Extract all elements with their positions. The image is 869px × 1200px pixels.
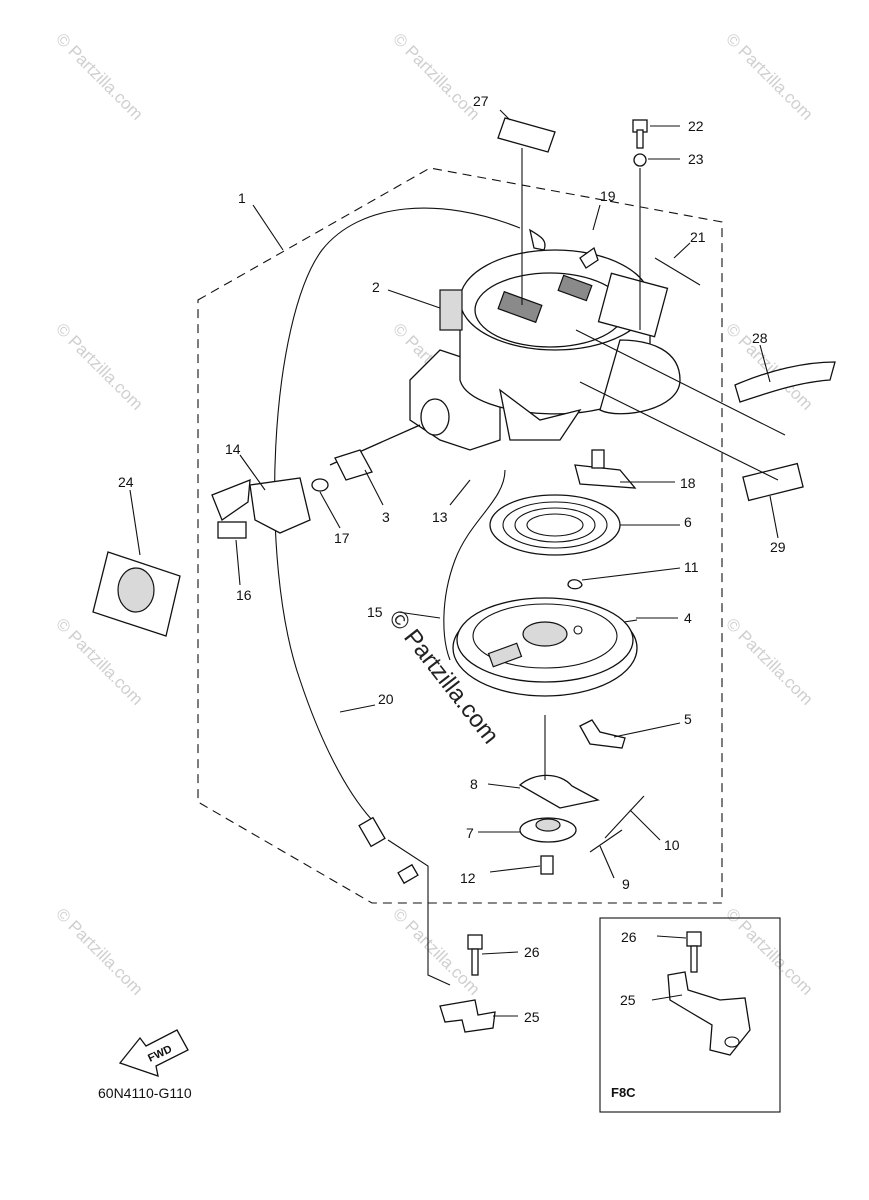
cushion-24 <box>92 551 181 637</box>
callout-labels: 1 2 3 4 5 6 7 8 9 10 11 12 13 14 15 16 1… <box>118 93 786 1025</box>
inset-panel: F8C <box>599 917 781 1113</box>
callout-11: 11 <box>684 559 699 575</box>
leader-lines <box>129 109 786 1017</box>
callout-3: 3 <box>382 509 390 525</box>
callout-4: 4 <box>684 610 692 626</box>
callout-16: 16 <box>236 587 252 603</box>
cable-15 <box>443 469 506 661</box>
callout-27: 27 <box>473 93 489 109</box>
callout-18: 18 <box>680 475 696 491</box>
small-parts <box>497 117 836 875</box>
callout-25: 25 <box>524 1009 540 1025</box>
callout-23: 23 <box>688 151 704 167</box>
callout-26: 26 <box>524 944 540 960</box>
watermark-tile: © Partzilla.com <box>722 614 816 708</box>
callout-10: 10 <box>664 837 680 853</box>
callout-17: 17 <box>334 530 350 546</box>
starter-housing <box>409 228 681 451</box>
callout-6: 6 <box>684 514 692 530</box>
assembly-boundary <box>197 167 723 904</box>
watermark-tile: © Partzilla.com <box>52 29 146 123</box>
callout-9: 9 <box>622 876 630 892</box>
watermark-tile: © Partzilla.com <box>722 29 816 123</box>
watermark-tile: © Partzilla.com <box>52 319 146 413</box>
callout-12: 12 <box>460 870 476 886</box>
diagram-code: 60N4110-G110 <box>98 1085 192 1101</box>
watermark-tile: © Partzilla.com <box>389 29 483 123</box>
cable-20 <box>274 207 521 821</box>
callout-20: 20 <box>378 691 394 707</box>
callout-19: 19 <box>600 188 616 204</box>
callout-25-inset: 25 <box>620 992 636 1008</box>
callout-15: 15 <box>367 604 383 620</box>
callout-24: 24 <box>118 474 134 490</box>
sheave-drum <box>452 597 638 697</box>
callout-21: 21 <box>690 229 706 245</box>
callout-8: 8 <box>470 776 478 792</box>
watermark-tile: © Partzilla.com <box>722 904 816 998</box>
watermark-tile: © Partzilla.com <box>52 614 146 708</box>
callout-13: 13 <box>432 509 448 525</box>
callout-22: 22 <box>688 118 704 134</box>
callout-2: 2 <box>372 279 380 295</box>
spiral-spring <box>489 494 621 556</box>
callout-5: 5 <box>684 711 692 727</box>
callout-14: 14 <box>225 441 241 457</box>
cable-bracket <box>358 816 496 1033</box>
callout-7: 7 <box>466 825 474 841</box>
callout-1: 1 <box>238 190 246 206</box>
handle-assembly <box>211 398 450 539</box>
callout-29: 29 <box>770 539 786 555</box>
inset-label: F8C <box>611 1085 636 1100</box>
watermark-tile: © Partzilla.com <box>52 904 146 998</box>
watermark-tile: © Partzilla.com <box>389 904 483 998</box>
fwd-arrow-icon: FWD <box>118 1029 189 1077</box>
callout-28: 28 <box>752 330 768 346</box>
callout-26-inset: 26 <box>621 929 637 945</box>
